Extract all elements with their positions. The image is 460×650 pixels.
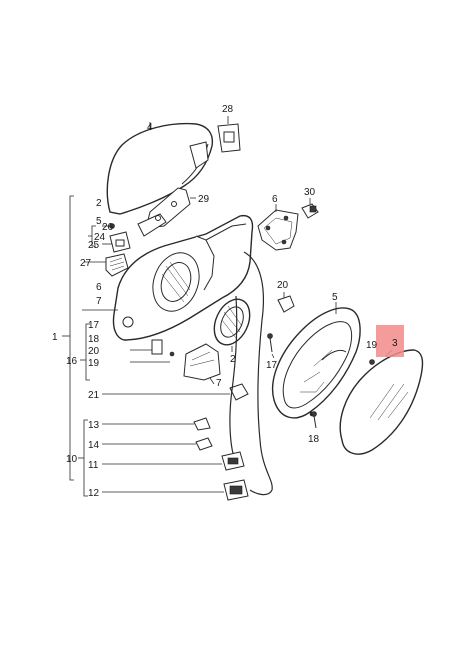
callout-16: 16 [66,356,78,367]
part-21-gasket [102,383,249,401]
callout-2-left: 2 [96,198,102,209]
callout-30: 30 [304,187,316,198]
callout-17-right: 17 [266,360,278,371]
part-29-bracket [137,187,196,237]
callout-13: 13 [88,420,100,431]
callout-17-left: 17 [88,320,100,331]
part-28-clip [217,116,241,153]
callout-6-top: 6 [272,194,278,205]
callout-29: 29 [198,194,210,205]
callout-6-left: 6 [96,282,102,293]
part-4-mirror-cap [106,122,214,215]
part-2-adjuster-disc [213,298,251,352]
callout-28: 28 [222,104,234,115]
callout-1: 1 [52,332,58,343]
highlight-marker [376,325,404,357]
left-bracket-main [62,195,96,497]
callout-19-left: 19 [88,358,100,369]
callout-5-right: 5 [332,292,338,303]
part-13-clip [102,417,211,431]
callout-18-right: 18 [308,434,320,445]
callout-26: 26 [102,222,114,233]
callout-2-center: 2 [230,354,236,365]
callout-4: 4 [147,122,153,133]
part-3-mirror-glass [339,349,424,455]
part-5-glass-carrier [271,302,361,419]
part-26-screw [102,223,115,229]
callout-10: 10 [66,454,78,465]
callout-14: 14 [88,440,100,451]
part-17-screw [267,333,275,359]
callout-11: 11 [88,460,99,471]
wiring-harness [221,251,273,501]
callout-25: 25 [88,240,100,251]
callout-20-left: 20 [88,346,100,357]
callout-12: 12 [88,488,100,499]
callout-7-left: 7 [96,296,102,307]
part-19-screw [369,359,375,365]
part-30-connector [301,198,319,219]
part-27-lamp [84,253,129,277]
callout-18-left: 18 [88,334,100,345]
part-14-clip [102,437,213,451]
callout-24: 24 [94,232,106,243]
callout-3: 3 [392,338,398,349]
part-20-clip [277,292,295,313]
callout-7-center: 7 [216,378,222,389]
part-18-screw [311,411,317,429]
callout-19-right: 19 [366,340,378,351]
part-7-lower-cover [183,343,221,385]
callout-20-right: 20 [277,280,289,291]
callout-27: 27 [80,258,92,269]
part-16-clip-group [130,339,175,363]
callout-5-left: 5 [96,216,102,227]
part-25-motor-bracket [102,231,131,253]
callout-21: 21 [88,390,100,401]
part-6-gasket-plate [257,204,299,251]
mirror-adjuster-inner [152,252,200,312]
